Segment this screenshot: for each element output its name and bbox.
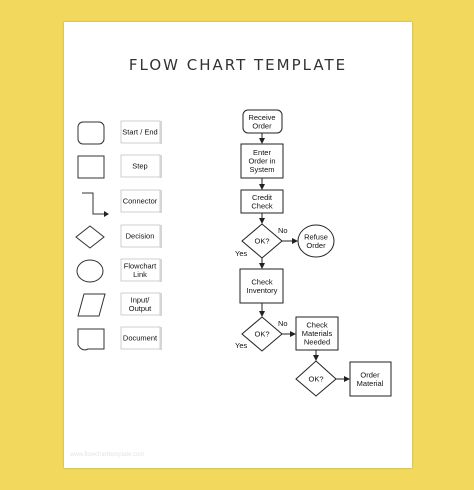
legend-decision-shape — [75, 225, 105, 249]
legend-label-start-end: Start / End — [122, 128, 157, 137]
legend-label-decision: Decision — [126, 232, 155, 241]
label-decision-1: OK? — [254, 237, 269, 246]
node-refuse-order — [297, 224, 335, 258]
legend-input-output-shape — [77, 293, 106, 317]
legend-label-document: Document — [123, 334, 158, 343]
label-decision-2: OK? — [254, 330, 269, 339]
legend-start-end-shape — [77, 121, 105, 145]
node-check-inventory — [239, 268, 284, 304]
node-decision-3 — [295, 360, 337, 397]
node-order-material — [349, 361, 392, 397]
page-title: FLOW CHART TEMPLATE — [128, 56, 348, 74]
no-label-2: No — [278, 319, 288, 328]
legend-connector-shape — [82, 192, 104, 215]
legend-label-step: Step — [132, 162, 147, 171]
legend-label-connector: Connector — [123, 197, 158, 206]
legend-label-input-output: Input/Output — [129, 295, 152, 313]
label-decision-3: OK? — [308, 375, 323, 384]
no-label-1: No — [278, 226, 288, 235]
legend-document-shape — [77, 328, 105, 351]
legend-step-shape — [77, 155, 105, 179]
node-check-materials — [295, 316, 339, 351]
node-decision-2 — [241, 316, 283, 352]
watermark: www.flowcharttemplate.com — [70, 452, 145, 458]
yes-label-1: Yes — [235, 249, 247, 258]
connector-arrowhead — [104, 211, 109, 217]
yes-label-2: Yes — [235, 341, 247, 350]
legend-flowchart-link-shape — [76, 259, 104, 283]
